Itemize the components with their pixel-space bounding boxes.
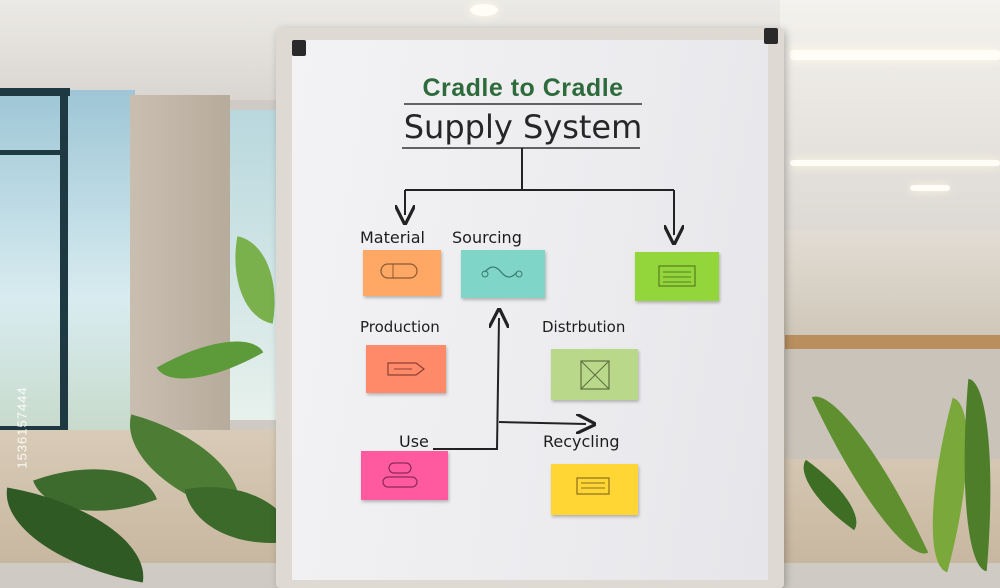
box-sketch-icon <box>580 360 610 390</box>
label-use: Use <box>399 432 429 451</box>
board-corner <box>292 40 306 56</box>
distribution-note <box>551 349 638 400</box>
pill-sketch-icon <box>380 263 418 279</box>
ceiling-right <box>780 0 1000 240</box>
pillar <box>130 95 230 445</box>
link-sketch-icon <box>481 266 523 278</box>
material-note <box>363 250 441 296</box>
ceiling-light <box>790 160 1000 166</box>
sourcing-note <box>461 250 545 298</box>
board-corner <box>764 28 778 44</box>
top-right-note <box>635 252 719 301</box>
use-to-center-arrow <box>433 318 499 450</box>
production-note <box>366 345 446 393</box>
ceiling-light <box>470 4 498 16</box>
board-title-line1: Cradle to Cradle <box>422 74 624 102</box>
window-frame <box>0 150 62 155</box>
chain-sketch-icon <box>382 462 418 488</box>
office-background <box>780 230 1000 340</box>
label-recycling: Recycling <box>543 432 620 451</box>
label-distribution: Distrbution <box>542 318 626 336</box>
center-to-recycling-arrow <box>498 422 586 424</box>
window-frame <box>0 88 70 96</box>
flow-arrows <box>0 103 1000 450</box>
label-sourcing: Sourcing <box>452 228 522 247</box>
window-frame <box>60 90 68 435</box>
ceiling-light <box>790 50 1000 60</box>
use-note <box>361 451 448 500</box>
ceiling-light <box>910 185 950 191</box>
tag-sketch-icon <box>387 362 425 376</box>
board-title-line2: Supply System <box>403 108 643 146</box>
watermark-id: 1536157444 <box>14 386 30 469</box>
recycling-note <box>551 464 638 515</box>
label-production: Production <box>360 318 440 336</box>
document-sketch-icon <box>576 477 610 495</box>
document-sketch-icon <box>658 265 696 287</box>
label-material: Material <box>360 228 425 247</box>
